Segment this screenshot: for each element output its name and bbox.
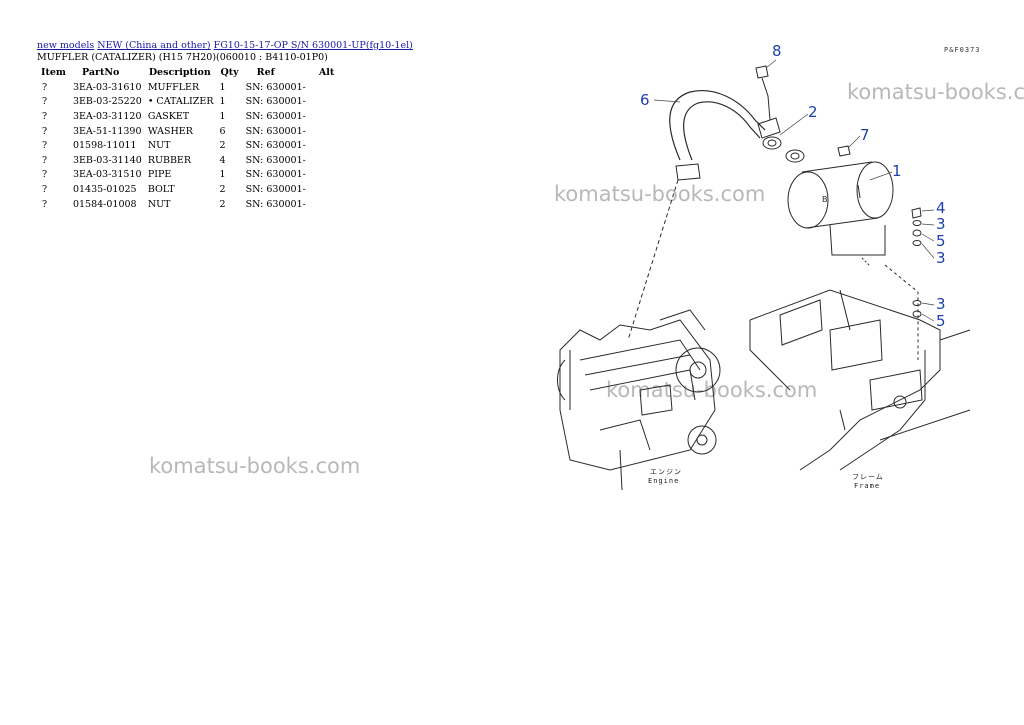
cell-item: ? [42,154,48,166]
cell-qty: 2 [219,140,226,152]
table-row: ? 3EA-51-11390 WASHER 6 SN: 630001- [37,124,338,139]
breadcrumb-link-model[interactable]: FG10-15-17-OP S/N 630001-UP(fg10-1el) [213,40,413,51]
cell-ref: SN: 630001- [245,140,306,152]
cell-item: ? [42,96,48,108]
header-partno: PartNo [81,66,120,78]
cell-alt [309,168,338,183]
cell-alt [309,95,338,110]
callout-3c: 3 [936,295,946,313]
callout-3b: 3 [936,249,946,267]
cell-alt [309,182,338,197]
cell-description: • CATALIZER [147,96,214,108]
table-row: ? 3EA-03-31510 PIPE 1 SN: 630001- [37,168,338,183]
svg-text:B: B [822,195,828,204]
cell-partno: 3EB-03-31140 [72,154,142,166]
cell-partno: 3EA-03-31610 [72,81,142,93]
callout-1: 1 [892,162,902,180]
table-row: ? 01435-01025 BOLT 2 SN: 630001- [37,182,338,197]
header-qty: Qty [220,66,239,78]
table-header-row: Item PartNo Description Qty Ref Alt [37,65,338,80]
cell-description: MUFFLER [147,81,200,93]
header-description: Description [148,66,211,78]
callout-3a: 3 [936,215,946,233]
cell-partno: 3EA-03-31120 [72,110,142,122]
cell-description: NUT [147,198,171,210]
breadcrumb-link-new-china[interactable]: NEW (China and other) [97,40,211,51]
cell-qty: 1 [219,169,226,181]
cell-description: NUT [147,140,171,152]
muffler-diagram: B [557,42,971,491]
cell-ref: SN: 630001- [245,198,306,210]
table-row: ? 3EB-03-25220 • CATALIZER 1 SN: 630001- [37,95,338,110]
table-row: ? 3EB-03-31140 RUBBER 4 SN: 630001- [37,153,338,168]
callout-5b: 5 [936,312,946,330]
cell-partno: 3EB-03-25220 [72,96,142,108]
callout-4: 4 [936,199,946,217]
cell-partno: 01598-11011 [72,140,137,152]
table-row: ? 3EA-03-31610 MUFFLER 1 SN: 630001- [37,80,338,95]
cell-description: PIPE [147,169,172,181]
cell-description: WASHER [147,125,193,137]
breadcrumb-link-new-models[interactable]: new models [37,40,95,51]
parts-table: Item PartNo Description Qty Ref Alt ? 3EA… [37,65,338,211]
cell-item: ? [42,183,48,195]
cell-item: ? [42,198,48,210]
cell-alt [309,138,338,153]
table-row: ? 01598-11011 NUT 2 SN: 630001- [37,138,338,153]
cell-qty: 2 [219,183,226,195]
table-row: ? 01584-01008 NUT 2 SN: 630001- [37,197,338,212]
cell-description: BOLT [147,183,175,195]
table-row: ? 3EA-03-31120 GASKET 1 SN: 630001- [37,109,338,124]
cell-item: ? [42,110,48,122]
frame-label-jp: フレーム [852,473,884,481]
cell-alt [309,153,338,168]
cell-ref: SN: 630001- [245,110,306,122]
cell-partno: 3EA-03-31510 [72,169,142,181]
section-title: MUFFLER (CATALIZER) (H15 7H20)(060010 : … [37,52,328,63]
cell-ref: SN: 630001- [245,154,306,166]
cell-item: ? [42,125,48,137]
header-alt: Alt [318,66,335,78]
engine-label-en: Engine [648,477,679,485]
cell-qty: 1 [219,81,226,93]
callout-5a: 5 [936,232,946,250]
cell-item: ? [42,169,48,181]
callout-2: 2 [808,103,818,121]
header-ref: Ref [256,66,275,78]
cell-ref: SN: 630001- [245,183,306,195]
watermark-left: komatsu-books.com [149,454,361,478]
cell-ref: SN: 630001- [245,96,306,108]
cell-qty: 6 [219,125,226,137]
cell-item: ? [42,140,48,152]
cell-description: RUBBER [147,154,192,166]
header-item: Item [41,66,66,78]
cell-alt [309,109,338,124]
cell-item: ? [42,81,48,93]
engine-label-jp: エンジン [650,468,682,476]
callout-labels: 8 6 2 7 1 4 3 5 3 3 5 [640,42,946,330]
cell-ref: SN: 630001- [245,81,306,93]
callout-7: 7 [860,126,870,144]
watermark-middle: komatsu-books.com [554,182,766,206]
cell-qty: 1 [219,96,226,108]
watermark-top-right: komatsu-books.com [847,80,1024,104]
cell-description: GASKET [147,110,190,122]
cell-partno: 01435-01025 [72,183,137,195]
callout-6: 6 [640,91,650,109]
diagram-code: P&F0373 [944,46,981,54]
cell-alt [309,197,338,212]
cell-qty: 2 [219,198,226,210]
cell-partno: 3EA-51-11390 [72,125,142,137]
cell-qty: 1 [219,110,226,122]
cell-qty: 4 [219,154,226,166]
cell-alt [309,80,338,95]
cell-ref: SN: 630001- [245,125,306,137]
cell-ref: SN: 630001- [245,169,306,181]
callout-8: 8 [772,42,782,60]
frame-label-en: Frame [854,482,880,490]
cell-partno: 01584-01008 [72,198,137,210]
cell-alt [309,124,338,139]
